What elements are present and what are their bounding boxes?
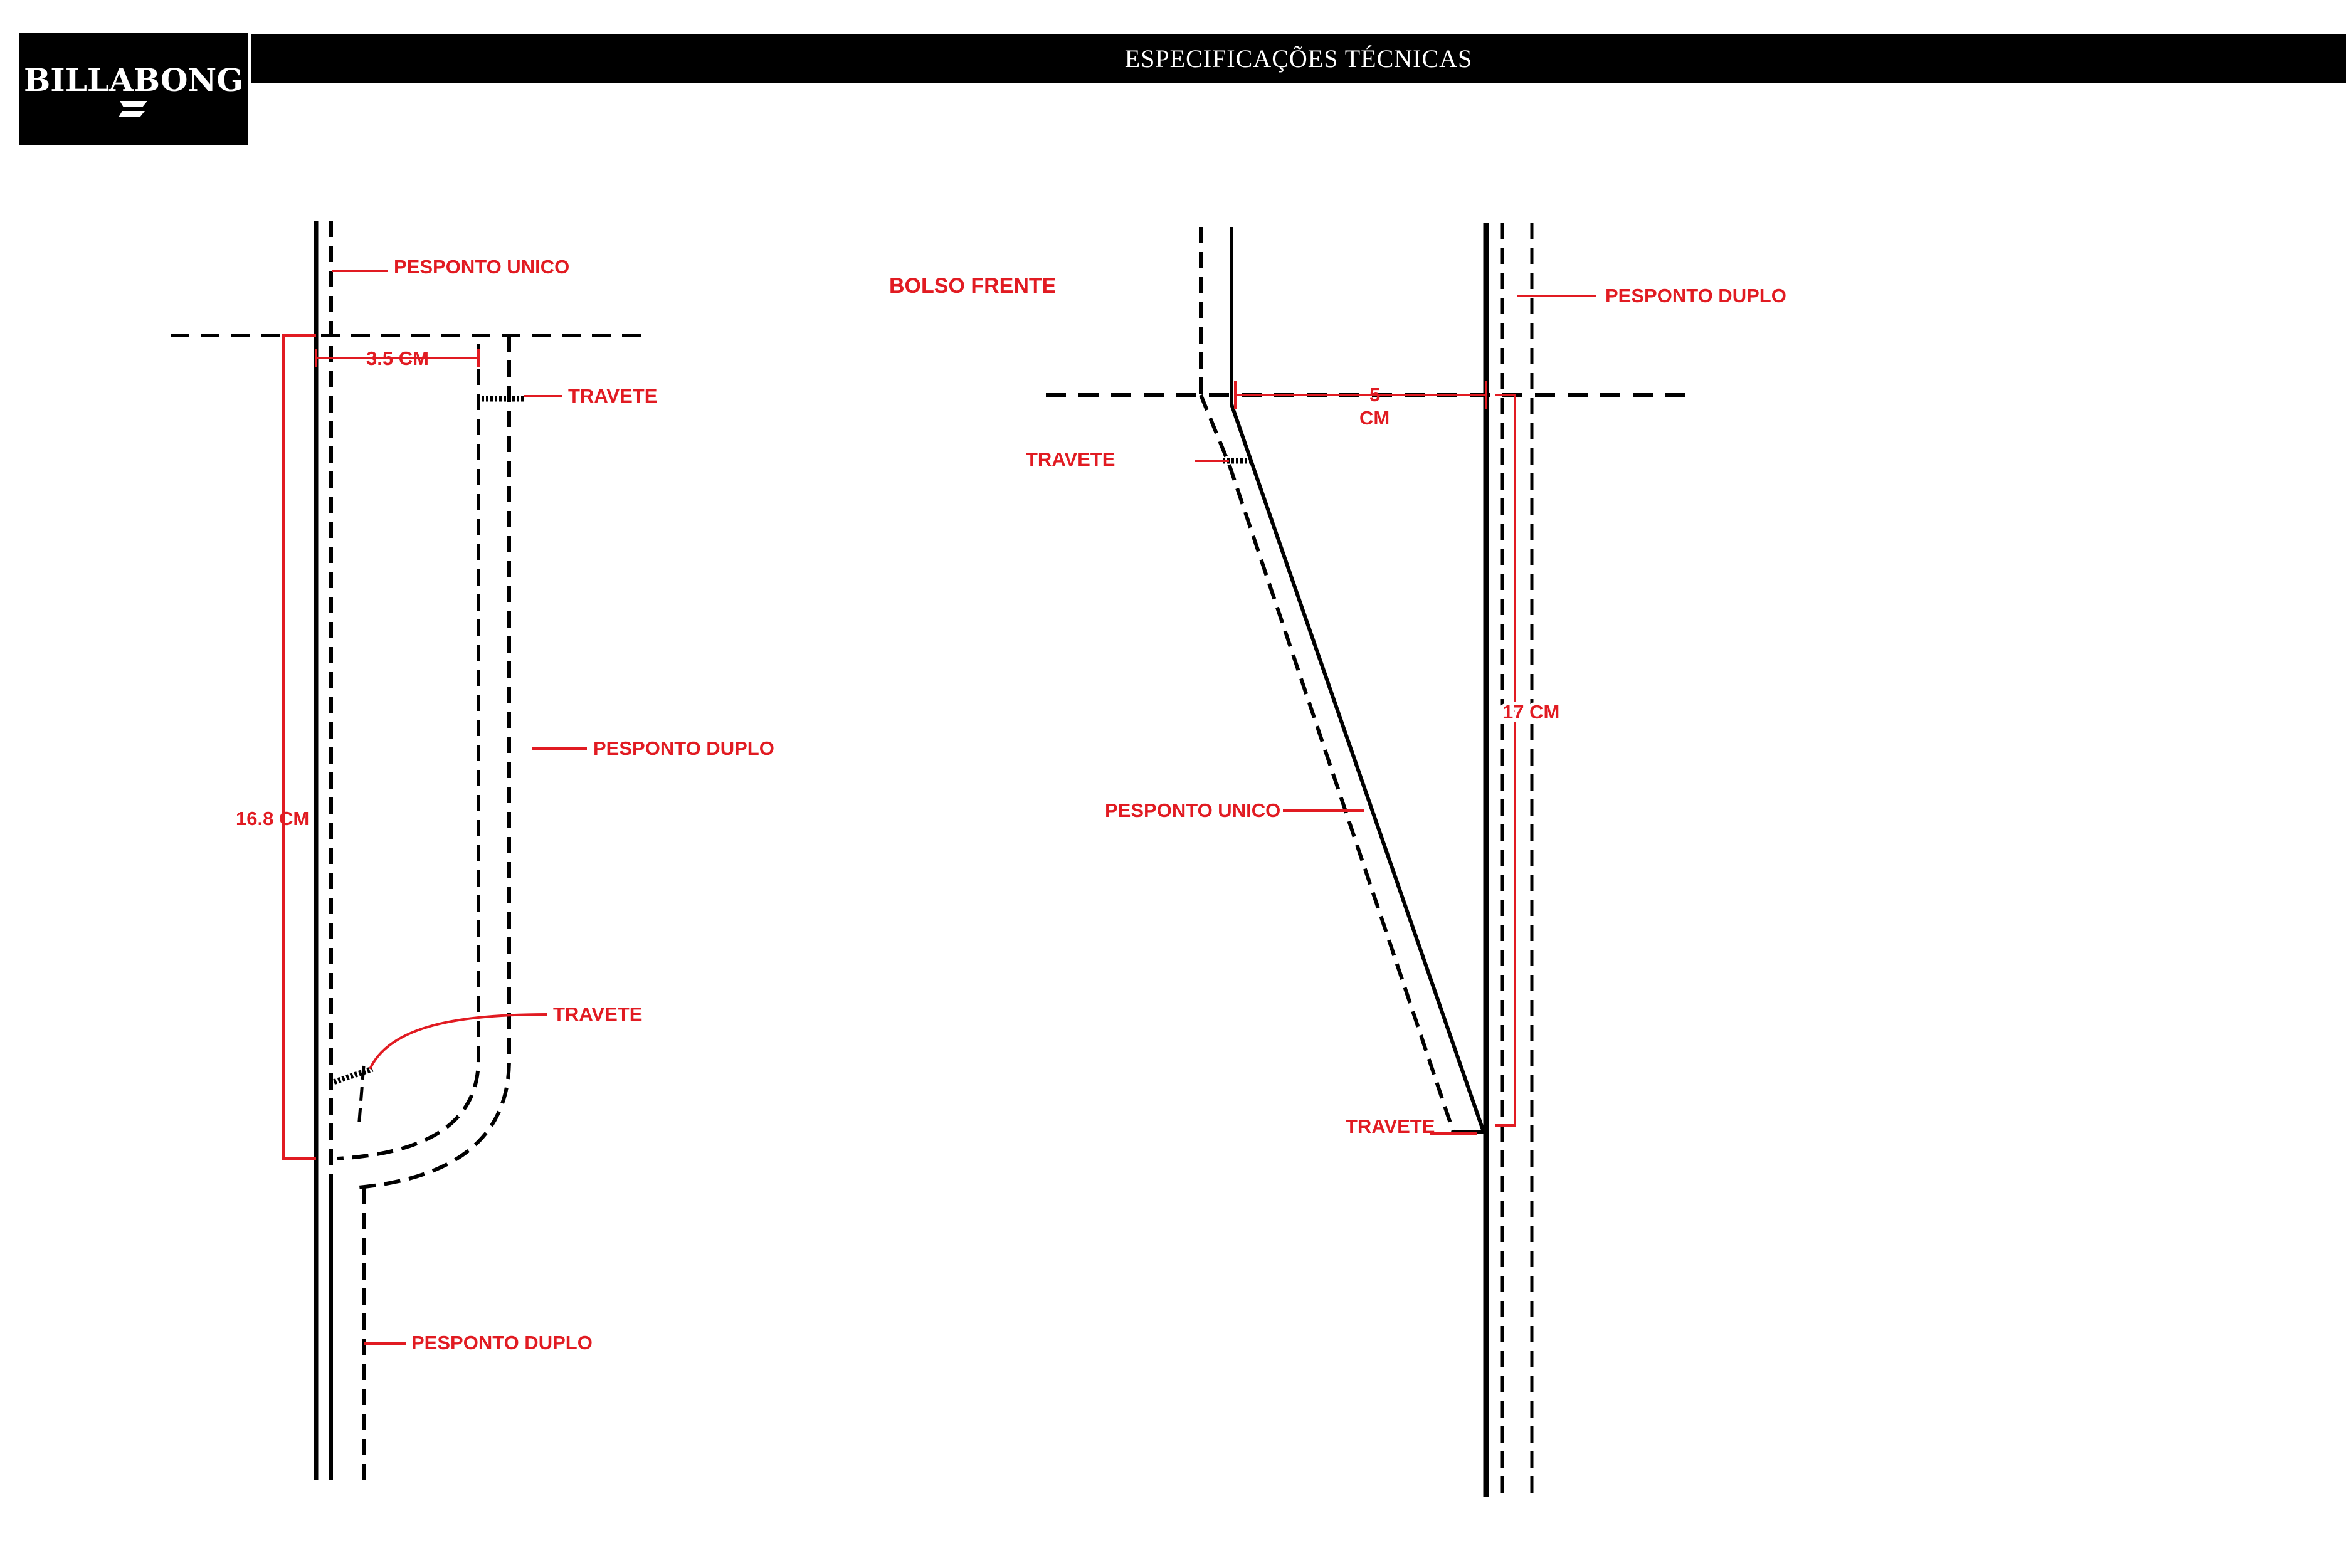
label-5: 5 [1369, 384, 1380, 406]
brand-logo: BILLABONG [19, 33, 248, 145]
label-travete-top: TRAVETE [568, 385, 657, 407]
right-pocket-detail: BOLSO FRENTE PESPONTO DUPLO 5 CM TRAVETE… [889, 223, 1786, 1497]
right-slant-stitch [1199, 394, 1455, 1133]
label-bolso-frente: BOLSO FRENTE [889, 274, 1056, 298]
right-pocket-edge [1230, 227, 1486, 1134]
header-bar: ESPECIFICAÇÕES TÉCNICAS [251, 34, 2346, 83]
left-pocket-outer-stitch [351, 335, 511, 1190]
left-dim-height [282, 334, 316, 1160]
logo-wave-icon [119, 101, 147, 117]
label-3-5-cm: 3.5 CM [366, 347, 429, 369]
page-title: ESPECIFICAÇÕES TÉCNICAS [1124, 45, 1473, 73]
label-pesponto-unico-right: PESPONTO UNICO [1105, 799, 1280, 821]
label-pesponto-duplo-bottom: PESPONTO DUPLO [411, 1332, 593, 1354]
right-dim-height [1495, 394, 1516, 1127]
label-travete-right-bottom: TRAVETE [1346, 1115, 1435, 1137]
left-lower-stitch-3 [357, 1065, 366, 1129]
left-bartack-bottom [329, 1066, 374, 1087]
label-travete-right-top: TRAVETE [1026, 448, 1115, 470]
label-cm: CM [1359, 407, 1390, 429]
logo-wordmark: BILLABONG [24, 61, 243, 98]
label-17-cm: 17 CM [1502, 701, 1559, 723]
label-pesponto-duplo-right: PESPONTO DUPLO [1605, 285, 1786, 307]
left-pocket-inner-stitch [337, 344, 480, 1160]
label-travete-bottom: TRAVETE [553, 1003, 642, 1025]
left-pocket-detail: PESPONTO UNICO 3.5 CM TRAVETE PESPONTO D… [171, 221, 774, 1480]
label-16-8-cm: 16.8 CM [236, 808, 309, 829]
label-pesponto-duplo: PESPONTO DUPLO [593, 737, 774, 759]
left-callout-travete-bottom [369, 1013, 547, 1070]
billabong-logo-mark: BILLABONG [24, 61, 243, 117]
label-pesponto-unico: PESPONTO UNICO [394, 256, 569, 278]
